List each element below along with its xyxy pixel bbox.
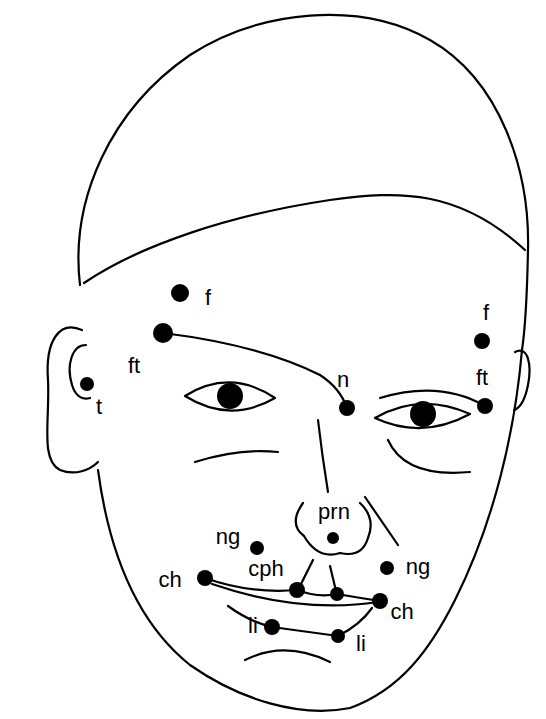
landmark-dot [171,284,189,302]
left-under-eye [195,451,278,462]
nose-bridge [318,420,328,492]
nasolabial-fold [365,497,398,545]
philtrum [330,566,336,591]
landmark-label: ch [158,569,181,591]
right-under-eye [388,440,470,473]
landmark-dot [264,619,280,635]
landmark-dot [330,587,344,601]
landmark-label: f [205,287,211,309]
landmark-label: n [337,369,349,391]
pupil [410,401,436,427]
landmark-dot [153,323,173,343]
landmark-dot [474,333,490,349]
landmark-dot [331,629,345,643]
landmark-dot [289,582,305,598]
landmark-label: li [356,633,366,655]
left-eyebrow [163,333,347,408]
cap-edge [84,195,525,283]
landmark-dot [250,541,264,555]
landmark-label: ft [128,355,140,377]
landmark-label: ch [390,601,413,623]
landmark-label: ng [406,556,430,578]
landmark-label: ft [476,367,488,389]
pupil [217,383,243,409]
landmark-label: prn [318,501,350,523]
left-ear [47,327,98,472]
landmark-dot [477,398,493,414]
landmark-dot [380,561,394,575]
landmark-label: cph [248,558,283,580]
landmark-dot [197,570,213,586]
face-contour [98,350,522,711]
chin-crease [245,650,330,662]
lower-lip [228,606,372,636]
head-outline [78,15,528,350]
landmark-label: li [248,615,258,637]
landmark-dot [80,377,94,391]
landmark-label: f [483,302,489,324]
landmark-label: t [96,396,102,418]
landmark-dot [339,400,355,416]
landmark-dot [327,532,339,544]
right-ear [514,351,529,410]
landmark-dot [372,593,388,609]
landmark-label: ng [216,526,240,548]
left-eye [185,382,275,410]
